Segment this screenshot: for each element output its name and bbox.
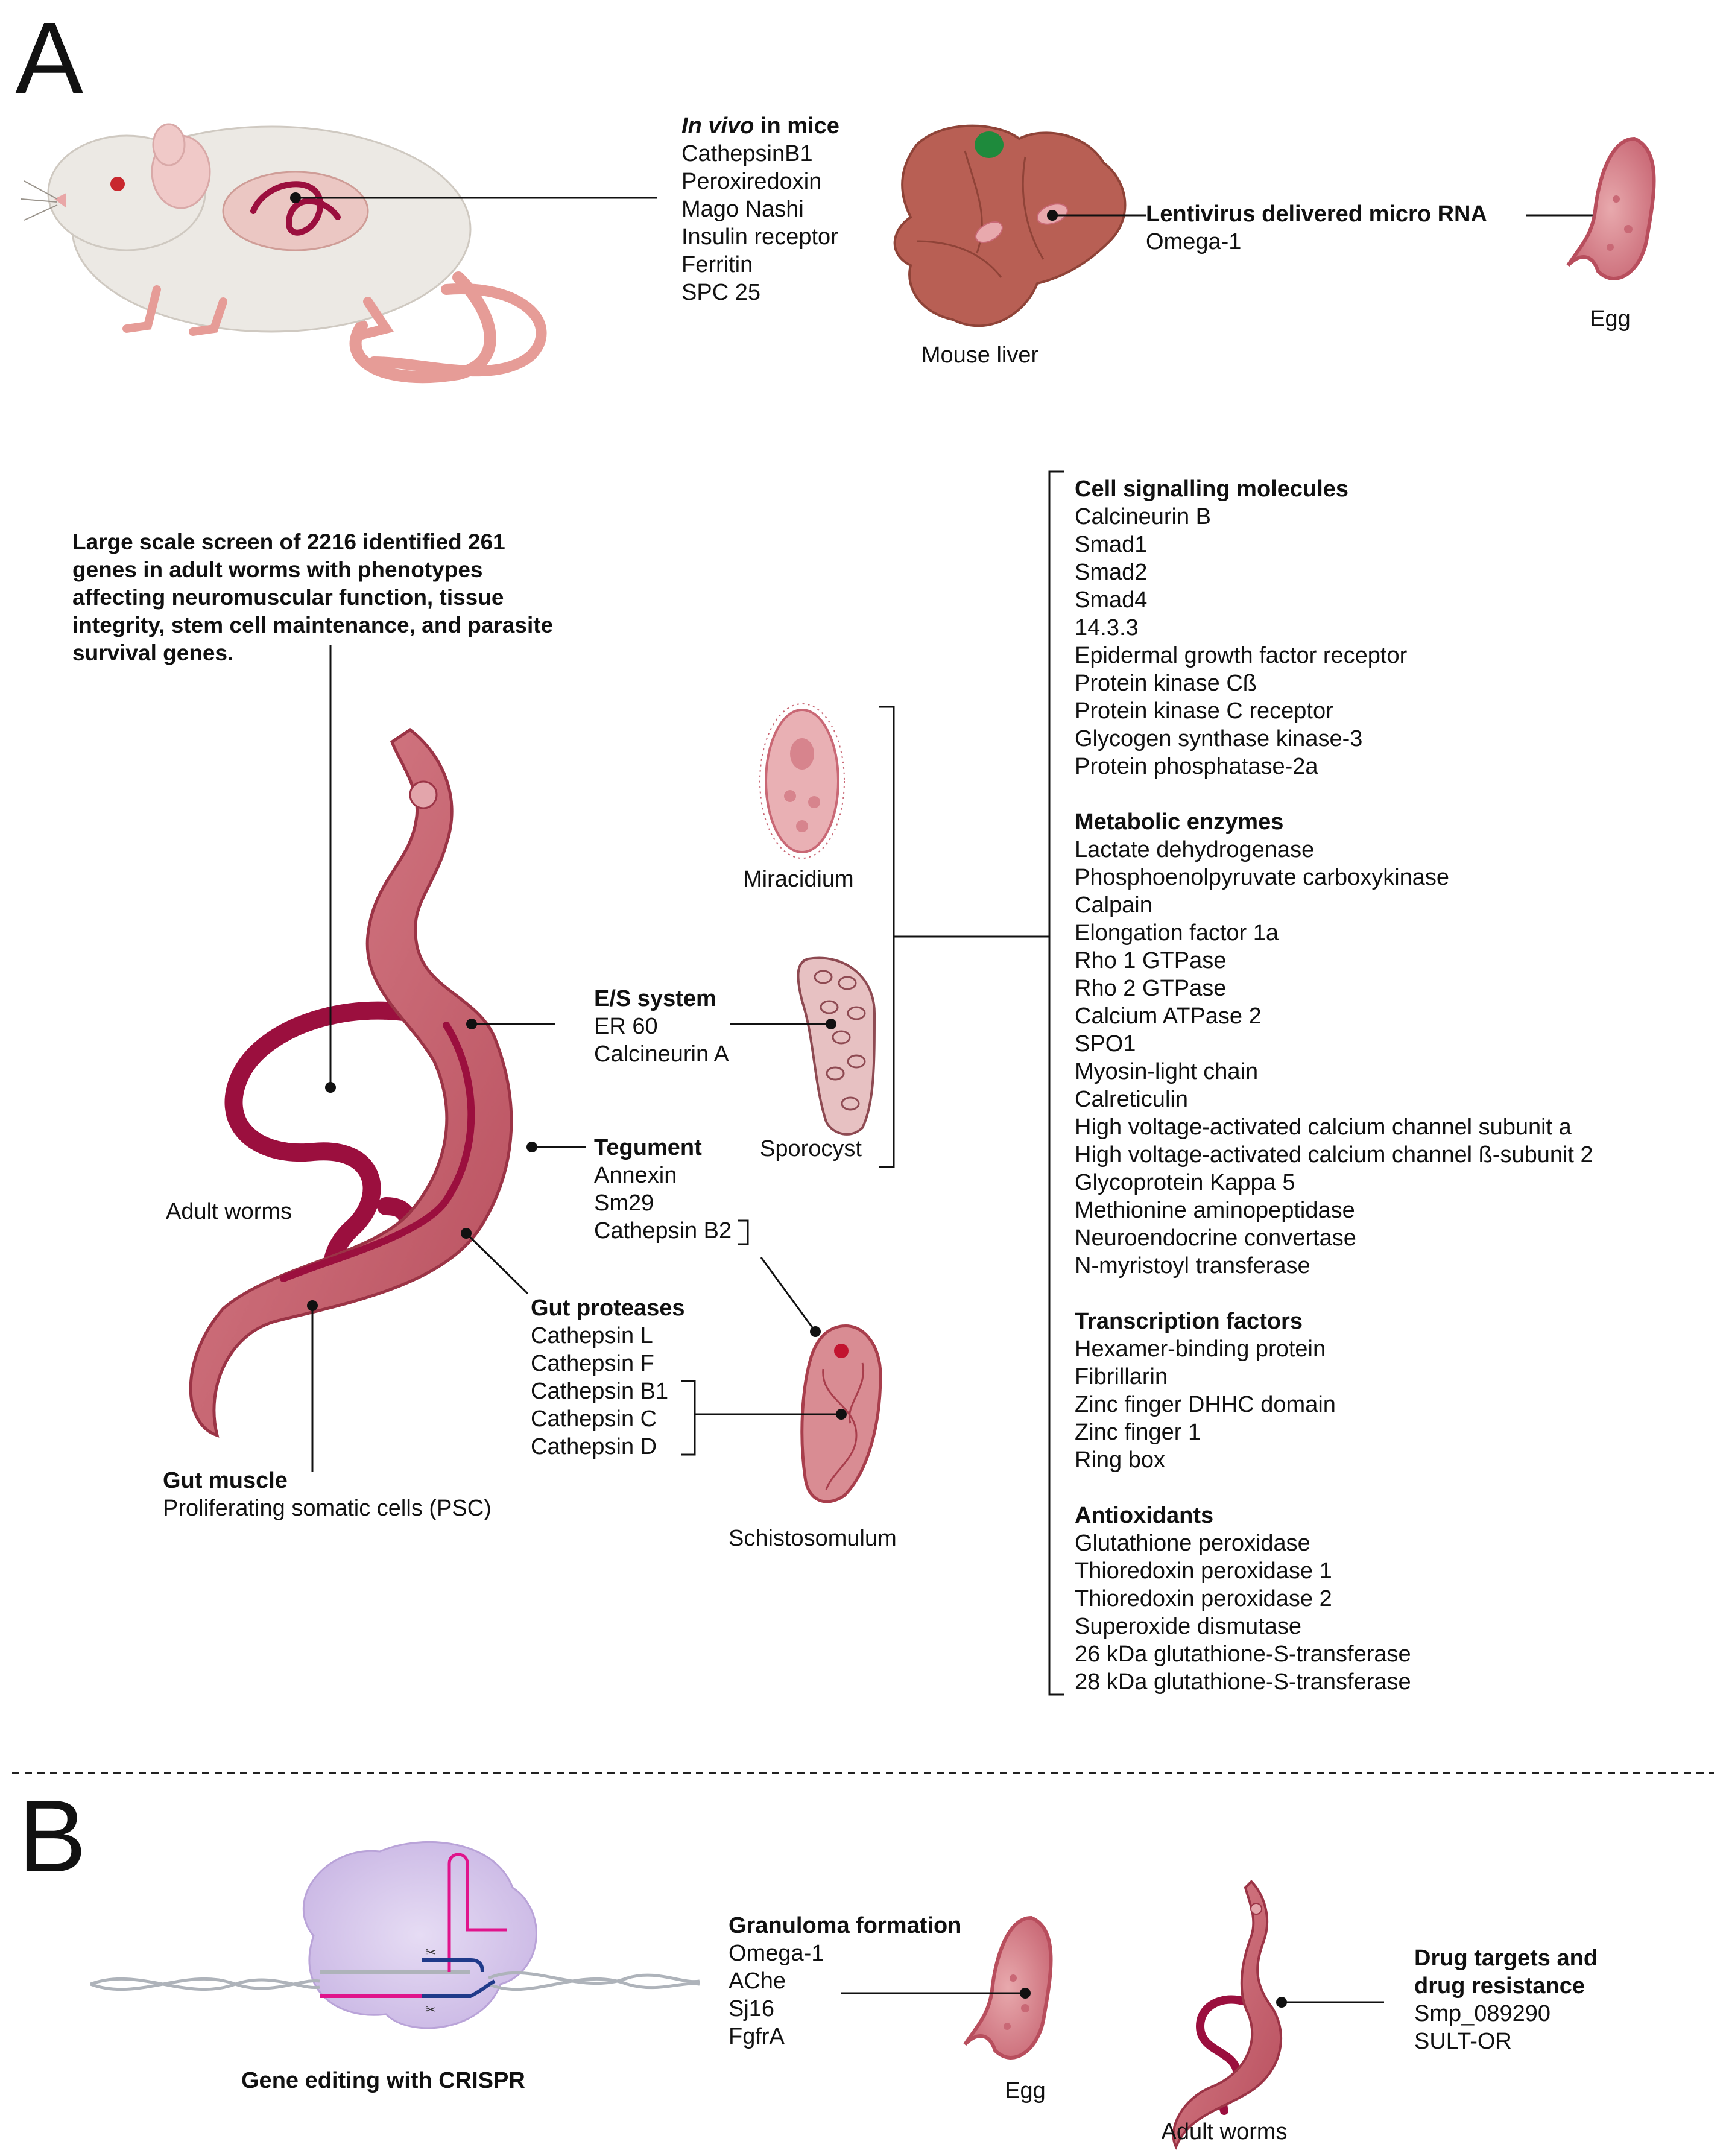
granuloma-block: Granuloma formation Omega-1 AChe Sj16 Fg… [729, 1913, 962, 2049]
es-system-block: E/S system ER 60 Calcineurin A [594, 986, 729, 1067]
mouse-illustration [21, 123, 547, 384]
bracket-gene-list [1048, 470, 1064, 1696]
adult-worms-small-illustration [1172, 1880, 1282, 2150]
gut-proteases-block: Gut proteases Cathepsin L Cathepsin F Ca… [531, 1295, 685, 1459]
panel-label-a: A [15, 1, 84, 116]
lentivirus-title: Lentivirus delivered micro RNA [1146, 201, 1487, 227]
crispr-illustration: ✂ ✂ [90, 1841, 700, 2029]
mouse-liver-illustration [893, 124, 1127, 327]
connector-gut-proteases [465, 1232, 529, 1295]
mouse-liver-label: Mouse liver [921, 343, 1039, 368]
sporocyst-label: Sporocyst [760, 1136, 862, 1162]
drug-title-line-1: Drug targets and [1414, 1946, 1598, 1971]
gene-groups-list: Cell signalling molecules Calcineurin B … [1075, 476, 1593, 1695]
bracket-cathepsin-b2 [738, 1219, 749, 1245]
lentivirus-block: Lentivirus delivered micro RNA Omega-1 [1146, 200, 1487, 256]
in-vivo-item: Ferritin [681, 252, 753, 277]
granuloma-title: Granuloma formation [729, 1913, 962, 1938]
svg-text:✂: ✂ [425, 2003, 436, 2018]
miracidium-illustration [759, 703, 845, 859]
connector-tegument-schistosomulum [760, 1257, 817, 1332]
adult-worms-label-bottom: Adult worms [1161, 2119, 1288, 2145]
group-title-metabolic: Metabolic enzymes [1075, 809, 1284, 835]
tegument-title: Tegument [594, 1135, 702, 1160]
egg-illustration-bottom [963, 1915, 1053, 2060]
egg-label-top: Egg [1590, 306, 1631, 332]
in-vivo-block: In vivo in mice CathepsinB1 Peroxiredoxi… [681, 112, 839, 306]
lentivirus-item: Omega-1 [1146, 229, 1242, 254]
gut-muscle-title: Gut muscle [163, 1468, 288, 1493]
in-vivo-item: SPC 25 [681, 280, 760, 305]
in-vivo-item: Mago Nashi [681, 197, 804, 222]
adult-worms-illustration [189, 727, 513, 1438]
in-vivo-item: Peroxiredoxin [681, 169, 822, 194]
in-vivo-item: CathepsinB1 [681, 141, 813, 166]
in-vivo-item: Insulin receptor [681, 224, 838, 250]
panel-label-b: B [18, 1779, 87, 1894]
schistosomulum-label: Schistosomulum [729, 1526, 897, 1551]
adult-worms-label: Adult worms [166, 1199, 292, 1224]
egg-label-bottom: Egg [1005, 2078, 1046, 2104]
bracket-life-stages [879, 706, 895, 1168]
gut-proteases-title: Gut proteases [531, 1295, 685, 1321]
group-title-antioxidants: Antioxidants [1075, 1503, 1214, 1528]
drug-block: Drug targets and drug resistance Smp_089… [1414, 1946, 1598, 2054]
gut-muscle-block: Gut muscle Proliferating somatic cells (… [163, 1468, 492, 1521]
tegument-block: Tegument Annexin Sm29 Cathepsin B2 [594, 1135, 732, 1244]
bracket-gut-proteases [681, 1380, 696, 1456]
group-title-transcription: Transcription factors [1075, 1309, 1303, 1334]
crispr-label: Gene editing with CRISPR [241, 2068, 525, 2093]
in-vivo-title: In vivo in mice [681, 113, 839, 139]
sporocyst-illustration [797, 956, 876, 1136]
miracidium-label: Miracidium [743, 867, 854, 892]
drug-title-line-2: drug resistance [1414, 1973, 1585, 1999]
svg-text:✂: ✂ [425, 1946, 436, 1961]
egg-illustration-top [1566, 136, 1656, 280]
es-system-title: E/S system [594, 986, 716, 1011]
group-title-cell-signalling: Cell signalling molecules [1075, 476, 1349, 502]
large-screen-text: Large scale screen of 2216 identified 26… [72, 530, 554, 665]
